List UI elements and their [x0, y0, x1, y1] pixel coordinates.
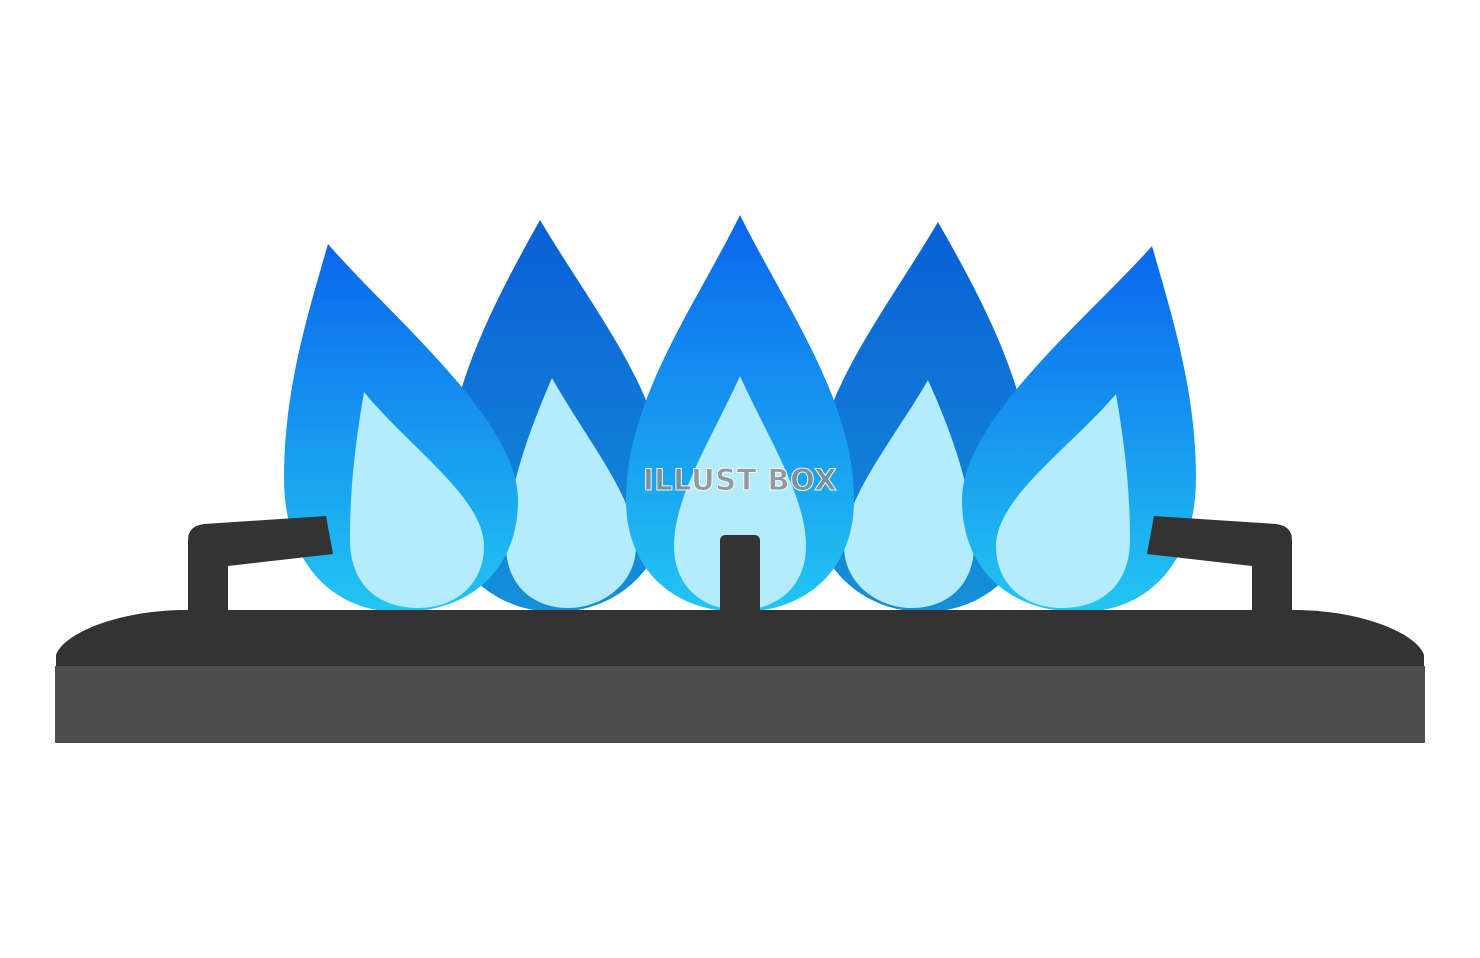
flame-outer-right	[962, 246, 1196, 612]
grate-support-right	[1147, 516, 1292, 612]
grate-support-left	[188, 516, 333, 612]
stove-body	[55, 610, 1425, 743]
watermark-text: ILLUST BOX	[642, 463, 838, 498]
flame-outer-left	[284, 244, 518, 612]
grate-support-center	[720, 535, 760, 615]
flame-center	[626, 215, 854, 612]
